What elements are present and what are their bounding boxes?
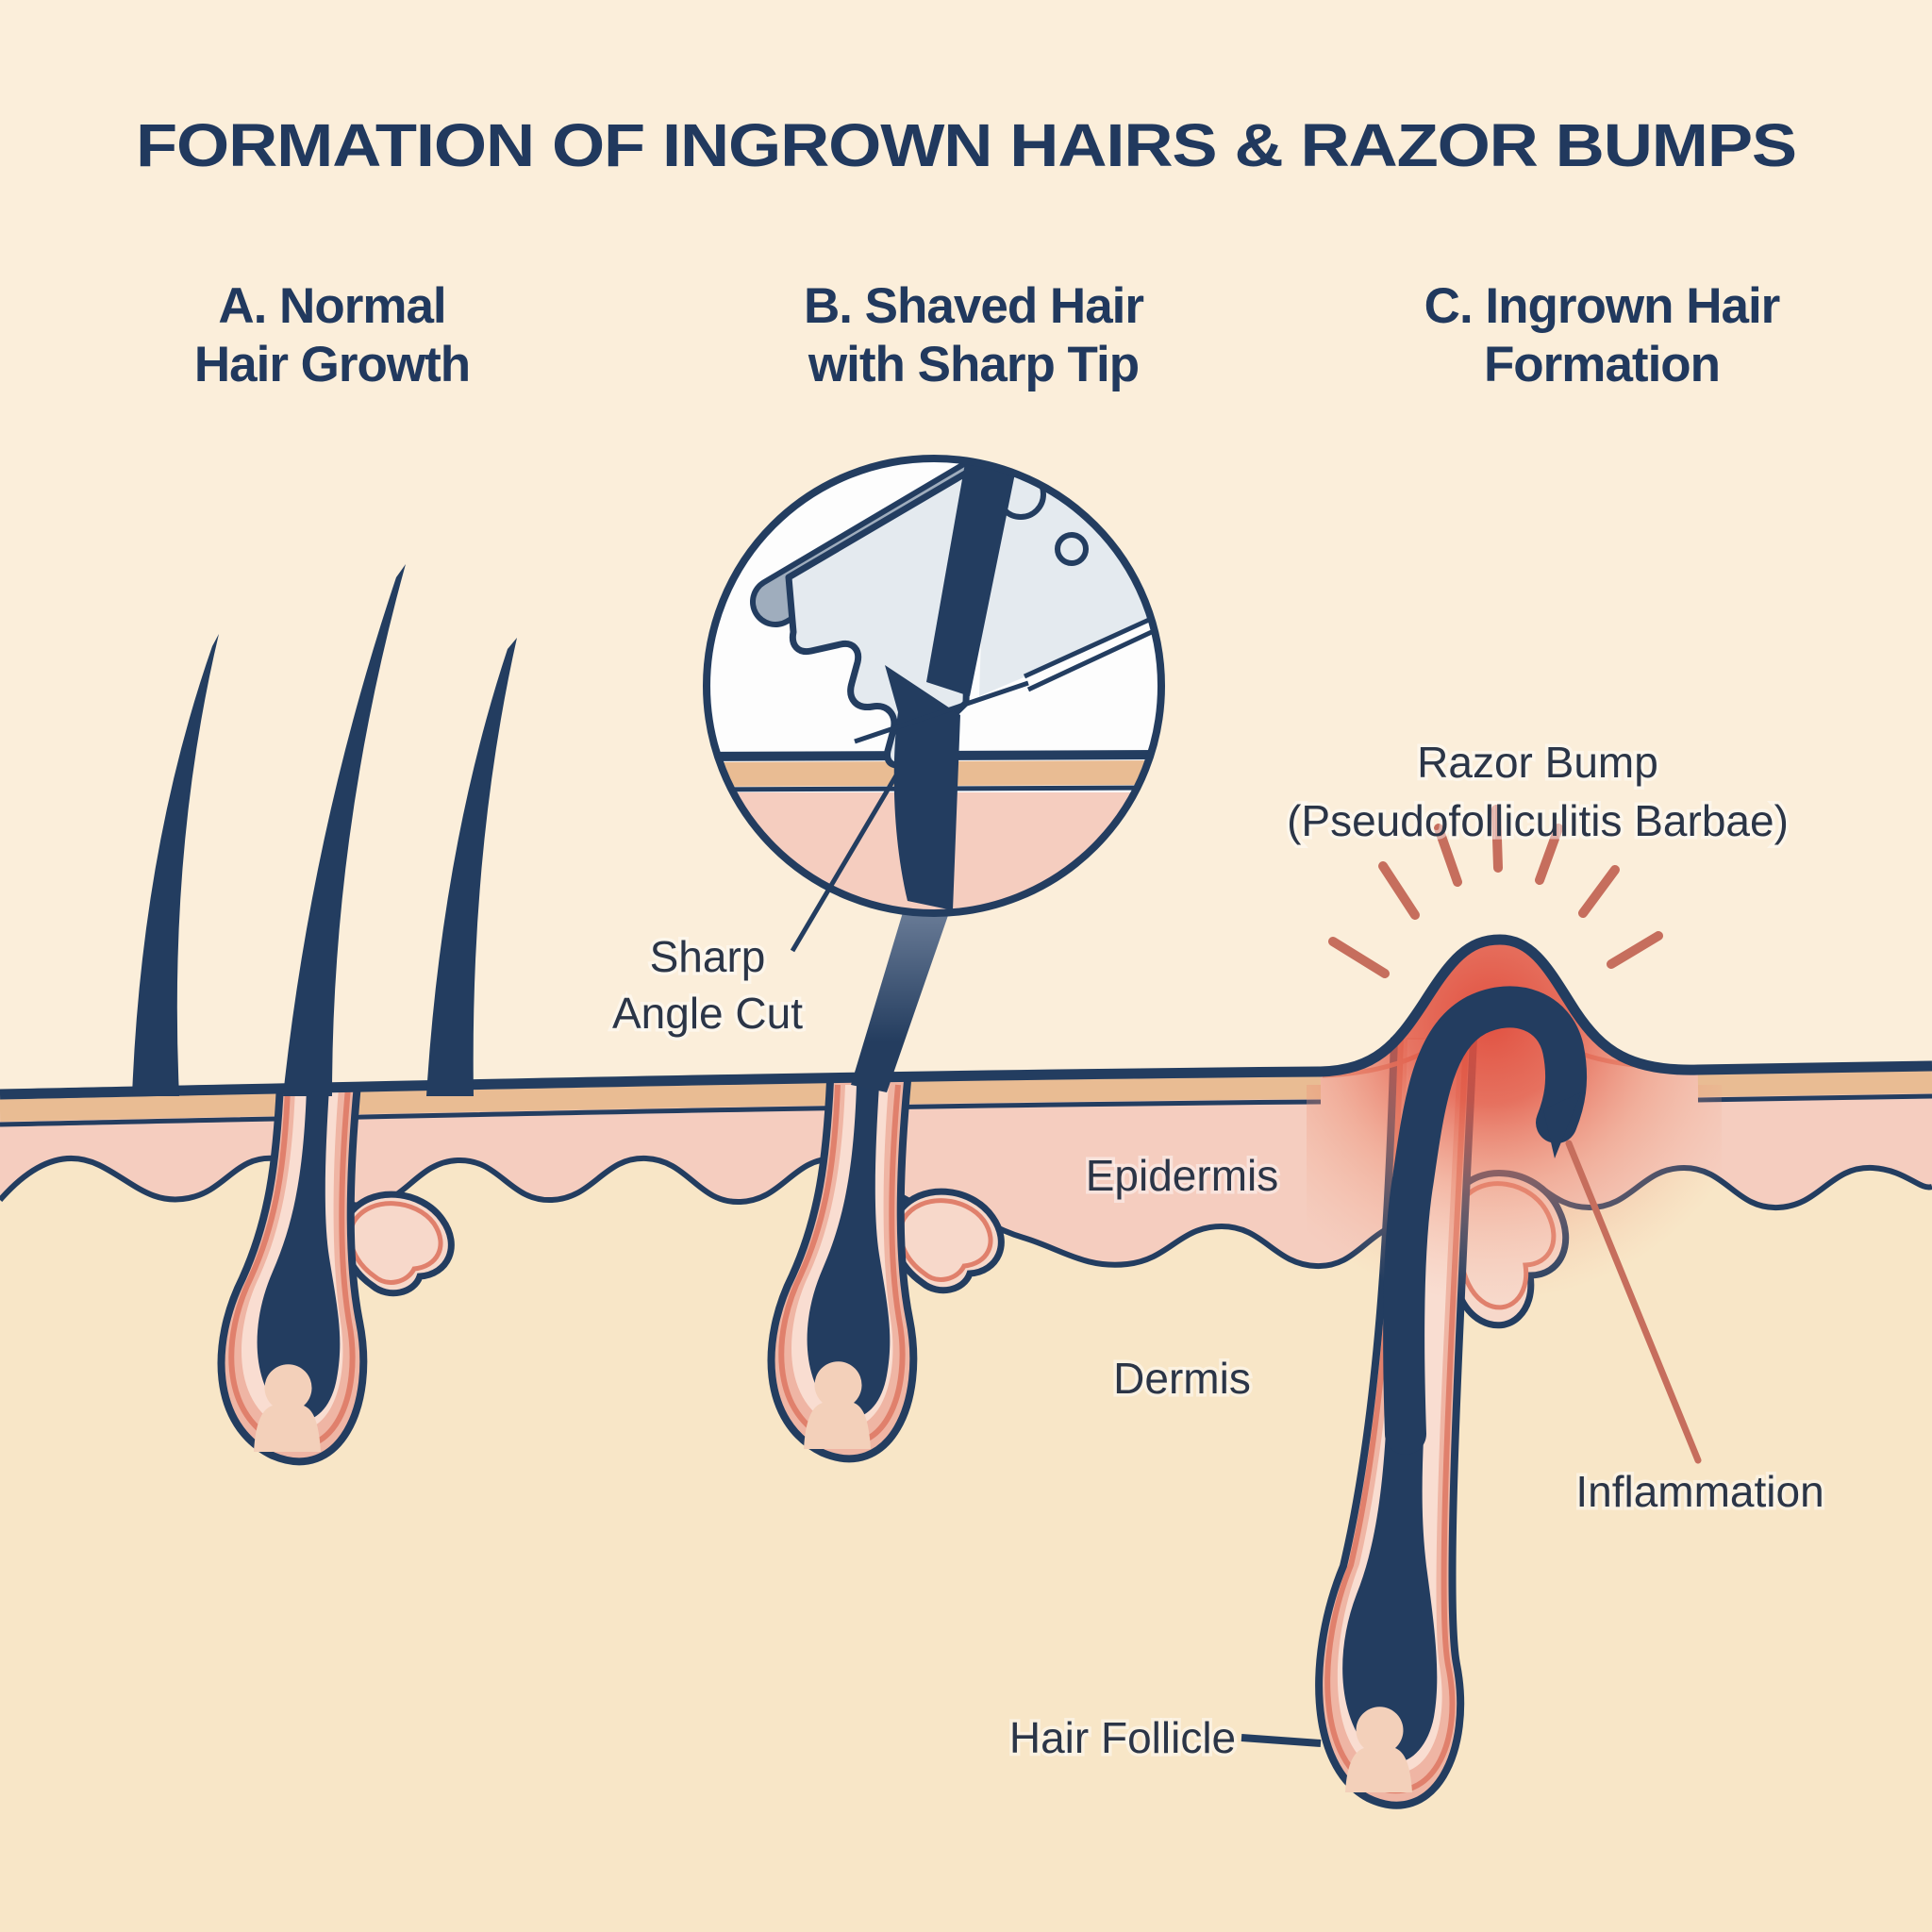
follicle-b-outline (767, 1080, 918, 1463)
razor-edge-line-2 (1026, 627, 1158, 692)
ingrown-hair-sharp-tip (1543, 1092, 1581, 1158)
razor-bump-label-line1: Razor Bump (1417, 738, 1658, 787)
sharp-cut-label-line1: Sharp (650, 932, 766, 981)
hair-follicle-a (217, 1083, 455, 1466)
hair-root-c (1342, 1415, 1438, 1763)
ray-7 (1607, 931, 1663, 969)
follicle-a-outline (217, 1083, 368, 1466)
inflammation-label: Inflammation (1575, 1467, 1824, 1516)
epidermis-underline-left (0, 1099, 1322, 1127)
hair-a1 (132, 634, 219, 1096)
razor-foil-left (785, 466, 975, 769)
razor-edge-line-1 (1023, 612, 1161, 679)
ingrown-hair-curl (1383, 986, 1588, 1455)
papilla-c (1345, 1707, 1412, 1792)
shaved-hair-shaft (851, 891, 953, 1092)
ray-4 (1491, 805, 1503, 873)
normal-hairs (132, 564, 517, 1096)
page-title: FORMATION OF INGROWN HAIRS & RAZOR BUMPS (136, 111, 1796, 179)
ingrown-hair-arc (1383, 986, 1588, 1455)
section-c-header-line2: Formation (1484, 337, 1720, 392)
hair-a2 (283, 564, 406, 1096)
ray-5 (1535, 824, 1563, 885)
skin-surface-line (0, 934, 1932, 1100)
hair-root-b (807, 1085, 891, 1418)
razor-bump-label-line2: (Pseudofolliculitis Barbae) (1287, 796, 1789, 845)
ray-3 (1434, 824, 1462, 887)
annotation-labels: Sharp Angle Cut Razor Bump (Pseudofollic… (608, 735, 1827, 1766)
papilla-b (804, 1361, 871, 1449)
sharp-cut-pointer-line (790, 774, 899, 953)
section-b-header-line2: with Sharp Tip (808, 337, 1139, 392)
papilla-a (254, 1364, 321, 1452)
hair-root-a (257, 1088, 341, 1421)
hair-follicle-b (767, 1080, 1005, 1463)
hair-a3 (426, 638, 517, 1096)
hair-follicle-pointer-line (1241, 1734, 1322, 1747)
blade-cut-line (854, 680, 1029, 744)
section-a-header-line2: Hair Growth (194, 337, 470, 392)
epidermis-underline-right (1697, 1093, 1932, 1103)
irritation-rays (1328, 805, 1663, 978)
stratum-band-left (0, 1076, 1322, 1122)
sebaceous-gland-a-inner-line (347, 1201, 443, 1285)
section-headers: A. Normal Hair Growth B. Shaved Hair wit… (194, 278, 1781, 392)
inflammation-pointer-line (1565, 1140, 1702, 1464)
section-a-header-line1: A. Normal (218, 278, 445, 334)
ray-1 (1328, 937, 1390, 978)
section-b-header-line1: B. Shaved Hair (804, 278, 1143, 334)
dermis-label: Dermis (1113, 1354, 1251, 1403)
ray-6 (1578, 865, 1620, 918)
sharp-cut-label-line2: Angle Cut (612, 989, 803, 1038)
lens-ring (703, 455, 1165, 917)
razor-hole-small (1055, 532, 1089, 566)
follicle-c-outline (1315, 1037, 1477, 1809)
epidermis-label: Epidermis (1086, 1151, 1279, 1200)
ray-2 (1378, 861, 1420, 920)
sebaceous-gland-b-inner-line (897, 1198, 993, 1282)
section-c-header-line1: C. Ingrown Hair (1424, 278, 1780, 334)
stratum-band-right (1697, 1071, 1932, 1097)
hair-follicle-label: Hair Follicle (1009, 1713, 1236, 1762)
lens-hair-upper (926, 458, 1019, 696)
